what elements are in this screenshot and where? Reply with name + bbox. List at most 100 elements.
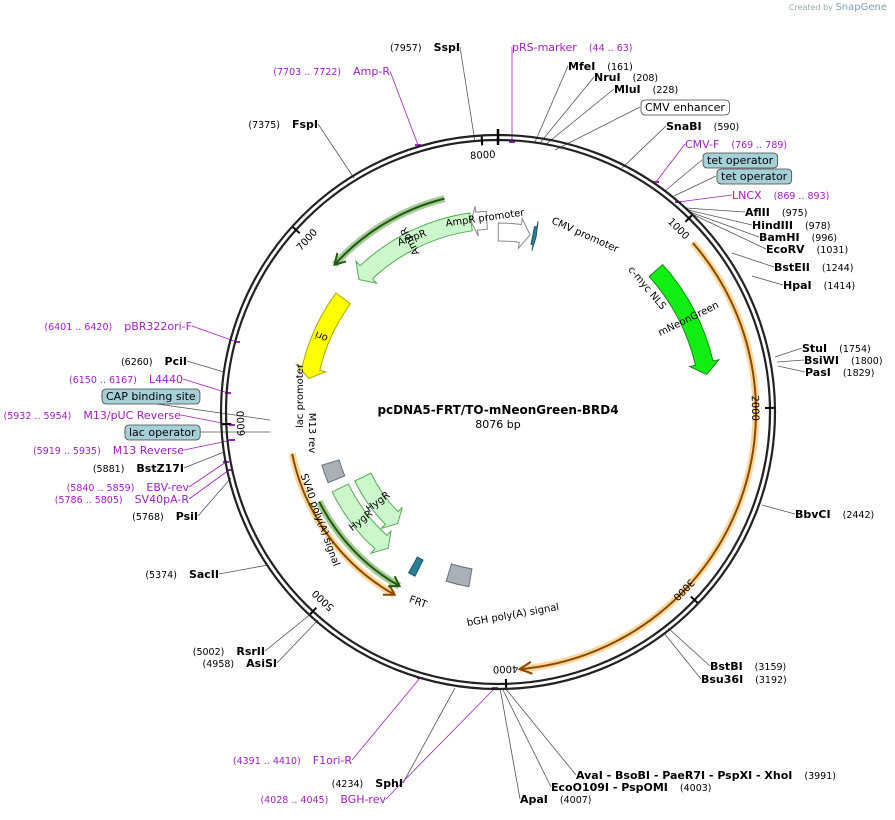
label-name: BamHI (759, 231, 800, 244)
feature-callout-lac-operator[interactable]: lac operator (124, 424, 201, 441)
label-name: PciI (165, 355, 187, 368)
feature-mneongreen[interactable] (648, 263, 721, 376)
leader-line (351, 677, 421, 761)
primer-l4440[interactable]: L4440(6150 .. 6167) (69, 373, 183, 386)
site-apai[interactable]: ApaI(4007) (520, 793, 592, 806)
label-name: FspI (292, 118, 318, 131)
label-position: (6150 .. 6167) (69, 375, 137, 386)
leader-line (459, 46, 476, 143)
site-bsteii[interactable]: BstEII(1244) (774, 261, 853, 274)
label-position: (6260) (121, 357, 153, 368)
feature-bgh-poly-a-signal[interactable] (445, 563, 473, 588)
site-bstbi[interactable]: BstBI(3159) (710, 660, 786, 673)
label-position: (4007) (560, 795, 592, 806)
primer-f1ori-r[interactable]: F1ori-R(4391 .. 4410) (233, 754, 352, 767)
site-pasi[interactable]: PasI(1829) (805, 366, 874, 379)
label-name: HpaI (783, 279, 812, 292)
leader-line (539, 76, 595, 144)
site-ecoo109i-pspomi[interactable]: EcoO109I - PspOMI(4003) (551, 781, 712, 794)
leader-line (218, 564, 269, 575)
leader-line (385, 687, 496, 800)
leader-line (317, 123, 355, 179)
site-rsrii[interactable]: RsrII(5002) (193, 645, 265, 658)
primer-pbr322ori-f[interactable]: pBR322ori-F(6401 .. 6420) (44, 320, 192, 333)
site-sphi[interactable]: SphI(4234) (332, 777, 403, 790)
feature-ampr-promoter[interactable] (470, 206, 488, 237)
tick-label: 4000 (493, 663, 519, 675)
primer-amp-r[interactable]: Amp-R(7703 .. 7722) (273, 65, 390, 78)
primer-bgh-rev[interactable]: BGH-rev(4028 .. 4045) (260, 793, 386, 806)
tick-label: 8000 (470, 150, 496, 162)
feature-callout-box (124, 424, 201, 441)
leader-line (499, 687, 521, 800)
site-bstz17i[interactable]: BstZ17I(5881) (93, 462, 184, 475)
feature-callout-label: CMV enhancer (645, 101, 725, 114)
label-position: (3192) (755, 675, 787, 686)
site-bsu36i[interactable]: Bsu36I(3192) (701, 673, 787, 686)
site-sacii[interactable]: SacII(5374) (145, 568, 219, 581)
site-nrui[interactable]: NruI(208) (594, 71, 658, 84)
feature-sv40-poly-a-signal[interactable] (321, 459, 346, 484)
site-labels: SspI(7957) pRS-marker(44 .. 63) Amp-R(7703… (4, 41, 883, 806)
feature-callout-cap-binding-site[interactable]: CAP binding site (101, 388, 201, 405)
primer-m13-reverse[interactable]: M13 Reverse(5919 .. 5935) (33, 444, 184, 457)
site-asisi[interactable]: AsiSI(4958) (203, 657, 277, 670)
label-position: (4003) (680, 783, 712, 794)
site-bamhi[interactable]: BamHI (996) (759, 231, 837, 244)
label-name: MfeI (568, 60, 595, 73)
site-hpai[interactable]: HpaI(1414) (783, 279, 855, 292)
primer-prs-marker[interactable]: pRS-marker(44 .. 63) (512, 41, 633, 54)
label-name: EcoRV (766, 243, 805, 256)
leader-line (197, 477, 232, 517)
site-avai-bsobi-paer7i-pspxi-xhoi[interactable]: AvaI - BsoBI - PaeR7I - PspXI - XhoI(399… (576, 769, 836, 782)
site-bsiwi[interactable]: BsiWI(1800) (804, 354, 883, 367)
label-name: BbvCI (795, 508, 831, 521)
feature-callout-label: lac operator (129, 426, 196, 439)
primer-sv40pa-r[interactable]: SV40pA-R(5786 .. 5805) (55, 493, 190, 506)
site-hindiii[interactable]: HindIII(978) (752, 219, 831, 232)
feature-callout-tet-operator[interactable]: tet operator (702, 152, 779, 169)
label-name: MluI (614, 83, 641, 96)
feature-hygr[interactable] (354, 472, 403, 529)
label-name: PasI (805, 366, 831, 379)
feature-callout-tet-operator[interactable]: tet operator (716, 168, 793, 185)
feature-ori[interactable] (294, 292, 352, 380)
feature-callout-cmv-enhancer[interactable]: CMV enhancer (640, 99, 730, 116)
feature-cmv-promoter[interactable] (497, 216, 531, 250)
site-pcii[interactable]: PciI (6260) (121, 355, 187, 368)
label-name: BstBI (710, 660, 743, 673)
leader-line (751, 275, 784, 286)
leader-line (501, 687, 552, 788)
label-position: (5932 .. 5954) (4, 411, 72, 422)
site-psii[interactable]: PsiI(5768) (132, 510, 198, 523)
label-name: HindIII (752, 219, 793, 232)
primer-ebv-rev[interactable]: EBV-rev(5840 .. 5859) (67, 481, 190, 494)
feature-ampr[interactable] (355, 212, 473, 284)
label-position: (5881) (93, 464, 125, 475)
site-snabi[interactable]: SnaBI(590) (666, 120, 739, 133)
primer-m13-puc-reverse[interactable]: M13/pUC Reverse(5932 .. 5954) (4, 409, 182, 422)
label-position: (996) (812, 233, 838, 244)
feature-frt[interactable] (407, 556, 424, 577)
site-mlui[interactable]: MluI(228) (614, 83, 678, 96)
site-aflii[interactable]: AflII(975) (745, 206, 807, 219)
leader-line (554, 106, 641, 151)
site-ecorv[interactable]: EcoRV(1031) (766, 243, 848, 256)
label-name: F1ori-R (313, 754, 353, 767)
site-fspi[interactable]: FspI(7375) (248, 118, 318, 131)
primer-lncx[interactable]: LNCX(869 .. 893) (732, 189, 829, 202)
site-bbvci[interactable]: BbvCI(2442) (795, 508, 874, 521)
primer-cmv-f[interactable]: CMV-F(769 .. 789) (685, 138, 787, 151)
plasmid-size: 8076 bp (475, 418, 520, 431)
feature-c-myc-nls[interactable] (530, 221, 539, 251)
label-position: (4234) (332, 779, 364, 790)
site-stui[interactable]: StuI(1754) (802, 342, 871, 355)
plasmid-name: pcDNA5-FRT/TO-mNeonGreen-BRD4 (377, 403, 618, 417)
feature-hygr[interactable] (331, 483, 392, 555)
leader-line (182, 378, 229, 394)
site-mfei[interactable]: MfeI(161) (568, 60, 633, 73)
feature-callout-box (101, 388, 201, 405)
site-sspi[interactable]: SspI(7957) (390, 41, 460, 54)
orf-line (333, 197, 445, 266)
